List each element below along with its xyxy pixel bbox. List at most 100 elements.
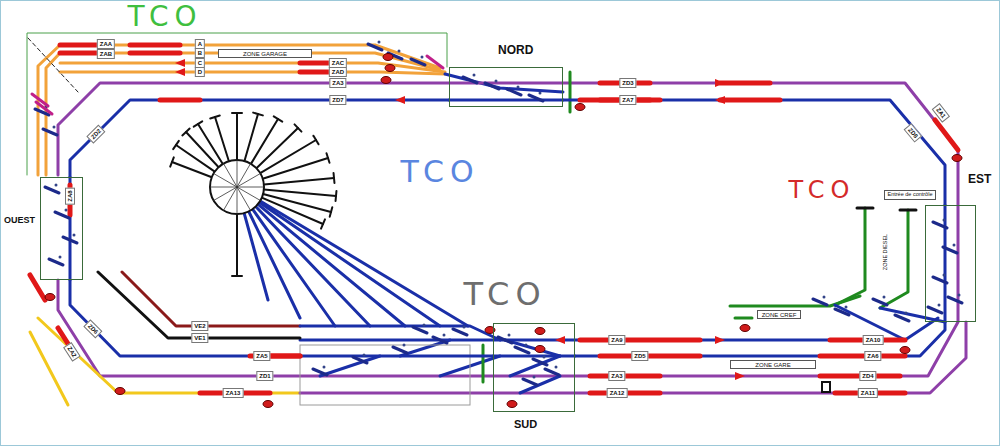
turnout — [368, 44, 382, 50]
turnout — [55, 212, 69, 218]
turnout-motor — [943, 219, 946, 222]
zone-label: D — [195, 67, 205, 77]
turntable-track — [251, 119, 278, 164]
zone-caption: ZONE DIESEL — [882, 232, 890, 272]
block-section — [600, 354, 700, 359]
turnout — [515, 347, 529, 353]
buffer-stop — [326, 153, 329, 163]
turnout-motor — [423, 324, 426, 327]
block-section — [130, 43, 180, 48]
block-section — [935, 120, 958, 150]
turntable-track — [260, 140, 316, 173]
turnout — [545, 369, 559, 375]
tco-zone-outline — [27, 33, 447, 175]
buffer-stop — [210, 116, 220, 119]
buffer-stop — [170, 157, 174, 166]
buffer-symbol — [822, 382, 830, 392]
turnout — [63, 237, 77, 243]
block-section — [300, 61, 330, 66]
zone-label: ZA6 — [864, 351, 881, 361]
turnout — [835, 309, 849, 315]
tco-note: TCO — [463, 278, 546, 310]
track — [98, 272, 300, 338]
turnout-motor — [73, 234, 76, 237]
turnout — [933, 222, 947, 228]
main-line-track — [563, 100, 945, 205]
turnout — [463, 77, 477, 83]
zone-label: ZD8 — [904, 123, 923, 143]
track — [944, 205, 947, 322]
turnout-motor — [398, 50, 401, 53]
zone-label: B — [195, 48, 205, 58]
zone-label: VE2 — [191, 321, 208, 331]
signal — [507, 401, 517, 408]
region-heading: SUD — [514, 419, 537, 430]
track — [510, 356, 560, 376]
track — [493, 355, 575, 358]
zone-label: ZA11 — [858, 388, 878, 398]
turnout — [873, 299, 887, 305]
turnout — [507, 89, 521, 95]
signal — [115, 388, 125, 395]
turnout — [49, 259, 63, 265]
zone-name: ZONE GARE — [755, 362, 790, 368]
signal — [383, 54, 393, 61]
zone-box: ZONE CREF — [757, 310, 801, 319]
zone-label: ZA9 — [608, 335, 625, 345]
zone-label: ZD4 — [859, 371, 876, 381]
turntable-track — [258, 204, 405, 326]
buffer-stop — [335, 191, 338, 201]
turnout — [523, 379, 537, 385]
track — [900, 209, 916, 212]
track — [482, 345, 485, 382]
zone-label: ZA12 — [607, 388, 628, 398]
signal — [740, 325, 750, 332]
direction-arrow — [555, 336, 565, 344]
turntable-track — [264, 178, 334, 185]
buffer-stop — [182, 129, 189, 136]
block-section — [60, 43, 100, 48]
zone-label: ZA7 — [619, 95, 636, 105]
main-line-track — [70, 280, 493, 356]
turnout — [353, 357, 367, 363]
track — [58, 83, 958, 376]
turnout-motor — [463, 326, 466, 329]
tco-note: TCO — [400, 157, 479, 187]
turnout — [485, 83, 499, 89]
buffer-stop — [313, 136, 318, 145]
signal — [263, 401, 273, 408]
direction-arrow — [735, 372, 745, 380]
block-section — [580, 338, 700, 343]
zone-label: ZD3 — [619, 78, 636, 88]
turnout — [895, 315, 909, 321]
zone-label: ZD7 — [329, 95, 346, 105]
turntable-track — [236, 113, 238, 160]
signal — [535, 328, 545, 335]
block-section — [60, 51, 100, 56]
turnout — [928, 307, 942, 313]
turnout — [313, 369, 327, 375]
turnout-motor — [953, 244, 956, 247]
turntable-track — [264, 189, 336, 196]
turntable-track — [259, 202, 440, 326]
block-section — [160, 98, 200, 103]
turnout — [943, 247, 957, 253]
turnout-motor — [443, 334, 446, 337]
tco-note: TCO — [789, 178, 856, 202]
turnout — [393, 347, 407, 353]
track — [880, 210, 908, 308]
track — [730, 296, 860, 306]
buffer-stop — [232, 112, 242, 114]
turntable-track — [215, 117, 229, 161]
zone-label: ZA8 — [65, 187, 75, 204]
track — [320, 356, 380, 376]
buffer-stop — [173, 141, 179, 149]
turnout-motor — [543, 356, 546, 359]
buffer-stop — [274, 116, 283, 121]
main-line-track — [70, 100, 449, 177]
zone-box: ZONE GARAGE — [218, 49, 312, 58]
control-region: SUD — [493, 323, 575, 412]
turnout-motor — [403, 344, 406, 347]
turnout-motor — [363, 354, 366, 357]
